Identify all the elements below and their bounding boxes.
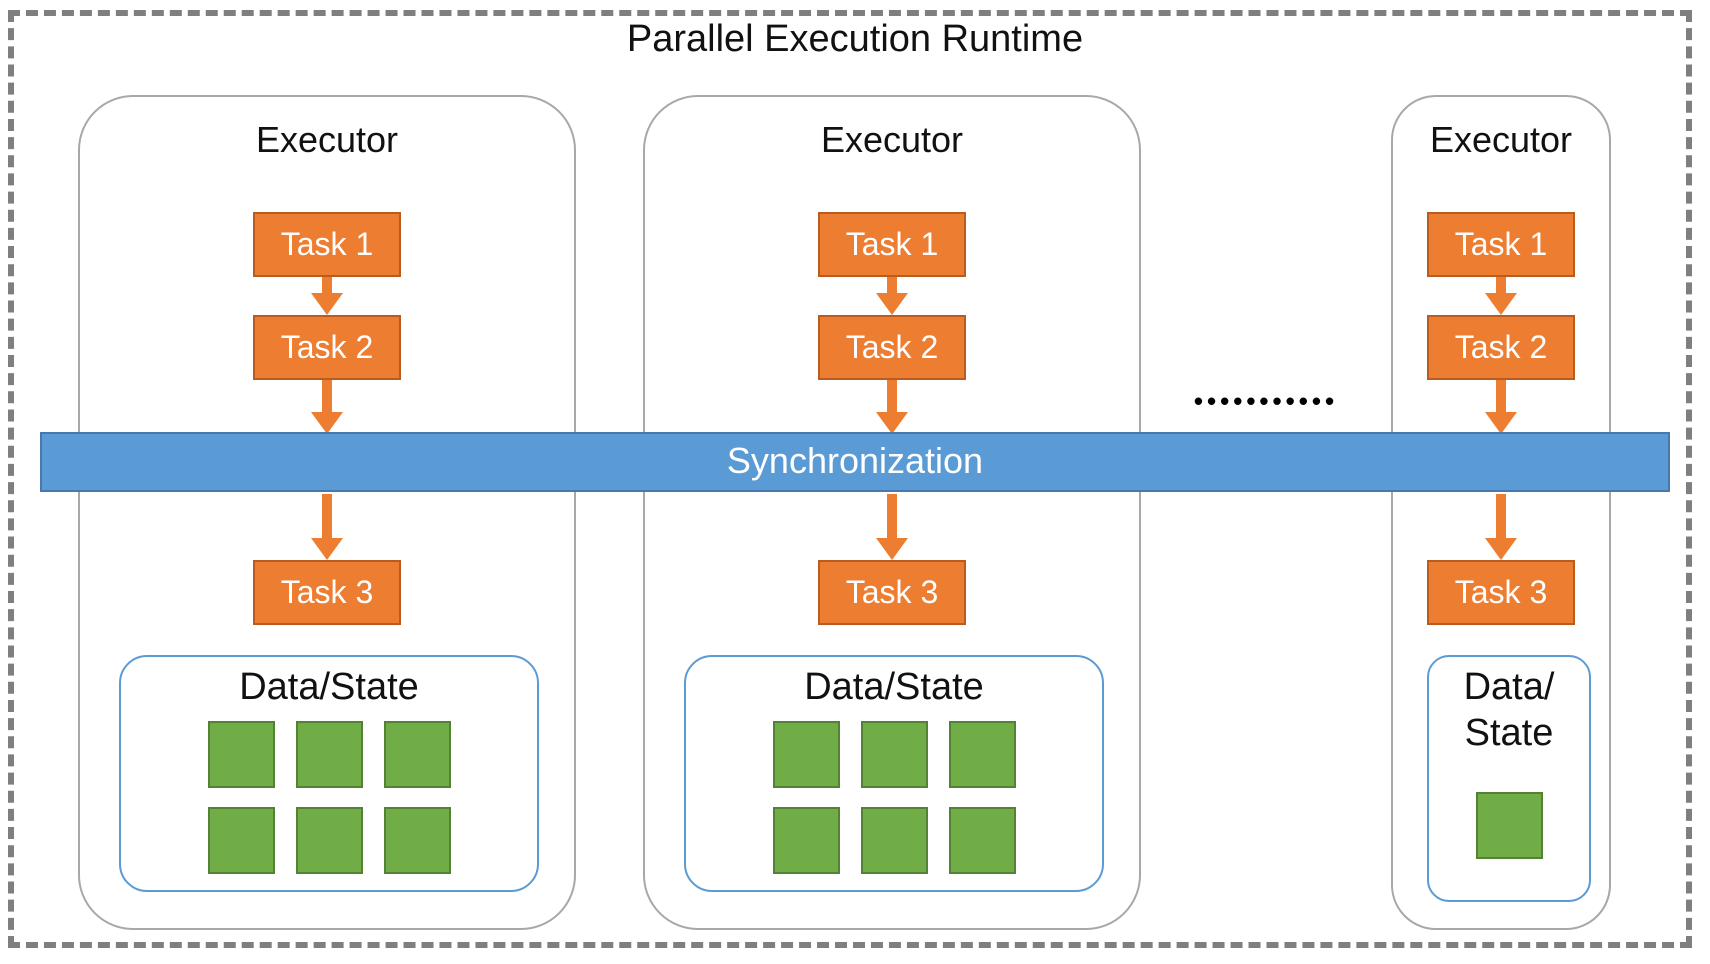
data-block <box>383 720 451 788</box>
executor-label: Executor <box>255 119 399 160</box>
data-block <box>860 720 928 788</box>
down-arrow-icon <box>1496 494 1506 538</box>
data-block <box>295 720 363 788</box>
executor-label: Executor <box>820 119 964 160</box>
data-block <box>772 720 840 788</box>
down-arrow-icon <box>322 494 332 538</box>
data-block <box>948 806 1016 874</box>
diagram-title: Parallel Execution Runtime <box>626 18 1084 60</box>
executor-panel-1: Executor Task 1 Task 2 Task 3 Data/State <box>78 95 576 930</box>
data-state-container: Data/State <box>119 655 539 892</box>
data-state-label: Data/ State <box>1463 666 1555 754</box>
executor-label: Executor <box>1429 119 1573 160</box>
ellipsis-dots: ••••••••••• <box>1193 386 1339 416</box>
data-block <box>948 720 1016 788</box>
data-state-label: Data/State <box>804 666 984 708</box>
task-box: Task 1 <box>253 212 401 277</box>
task-box: Task 3 <box>253 560 401 625</box>
executor-panel-2: Executor Task 1 Task 2 Task 3 Data/State <box>643 95 1141 930</box>
down-arrow-icon <box>1496 277 1506 293</box>
down-arrow-icon <box>887 494 897 538</box>
down-arrow-icon <box>322 277 332 293</box>
data-block-grid <box>772 720 1016 874</box>
data-block <box>860 806 928 874</box>
down-arrow-icon <box>1496 380 1506 412</box>
data-block <box>383 806 451 874</box>
data-block <box>207 720 275 788</box>
data-state-container: Data/ State <box>1427 655 1591 902</box>
data-block <box>772 806 840 874</box>
executor-panel-3: Executor Task 1 Task 2 Task 3 Data/ Stat… <box>1391 95 1611 930</box>
task-box: Task 3 <box>1427 560 1575 625</box>
data-block-grid <box>1475 792 1543 860</box>
task-box: Task 1 <box>818 212 966 277</box>
data-state-label: Data/State <box>239 666 419 708</box>
data-block <box>295 806 363 874</box>
data-state-container: Data/State <box>684 655 1104 892</box>
down-arrow-icon <box>887 277 897 293</box>
task-box: Task 2 <box>1427 315 1575 380</box>
down-arrow-icon <box>322 380 332 412</box>
synchronization-label: Synchronization <box>726 440 984 481</box>
down-arrow-icon <box>887 380 897 412</box>
runtime-boundary <box>8 10 1692 948</box>
task-box: Task 2 <box>818 315 966 380</box>
task-box: Task 3 <box>818 560 966 625</box>
data-block <box>207 806 275 874</box>
task-box: Task 2 <box>253 315 401 380</box>
synchronization-bar: Synchronization <box>40 432 1670 492</box>
data-block <box>1475 792 1543 860</box>
task-box: Task 1 <box>1427 212 1575 277</box>
data-block-grid <box>207 720 451 874</box>
